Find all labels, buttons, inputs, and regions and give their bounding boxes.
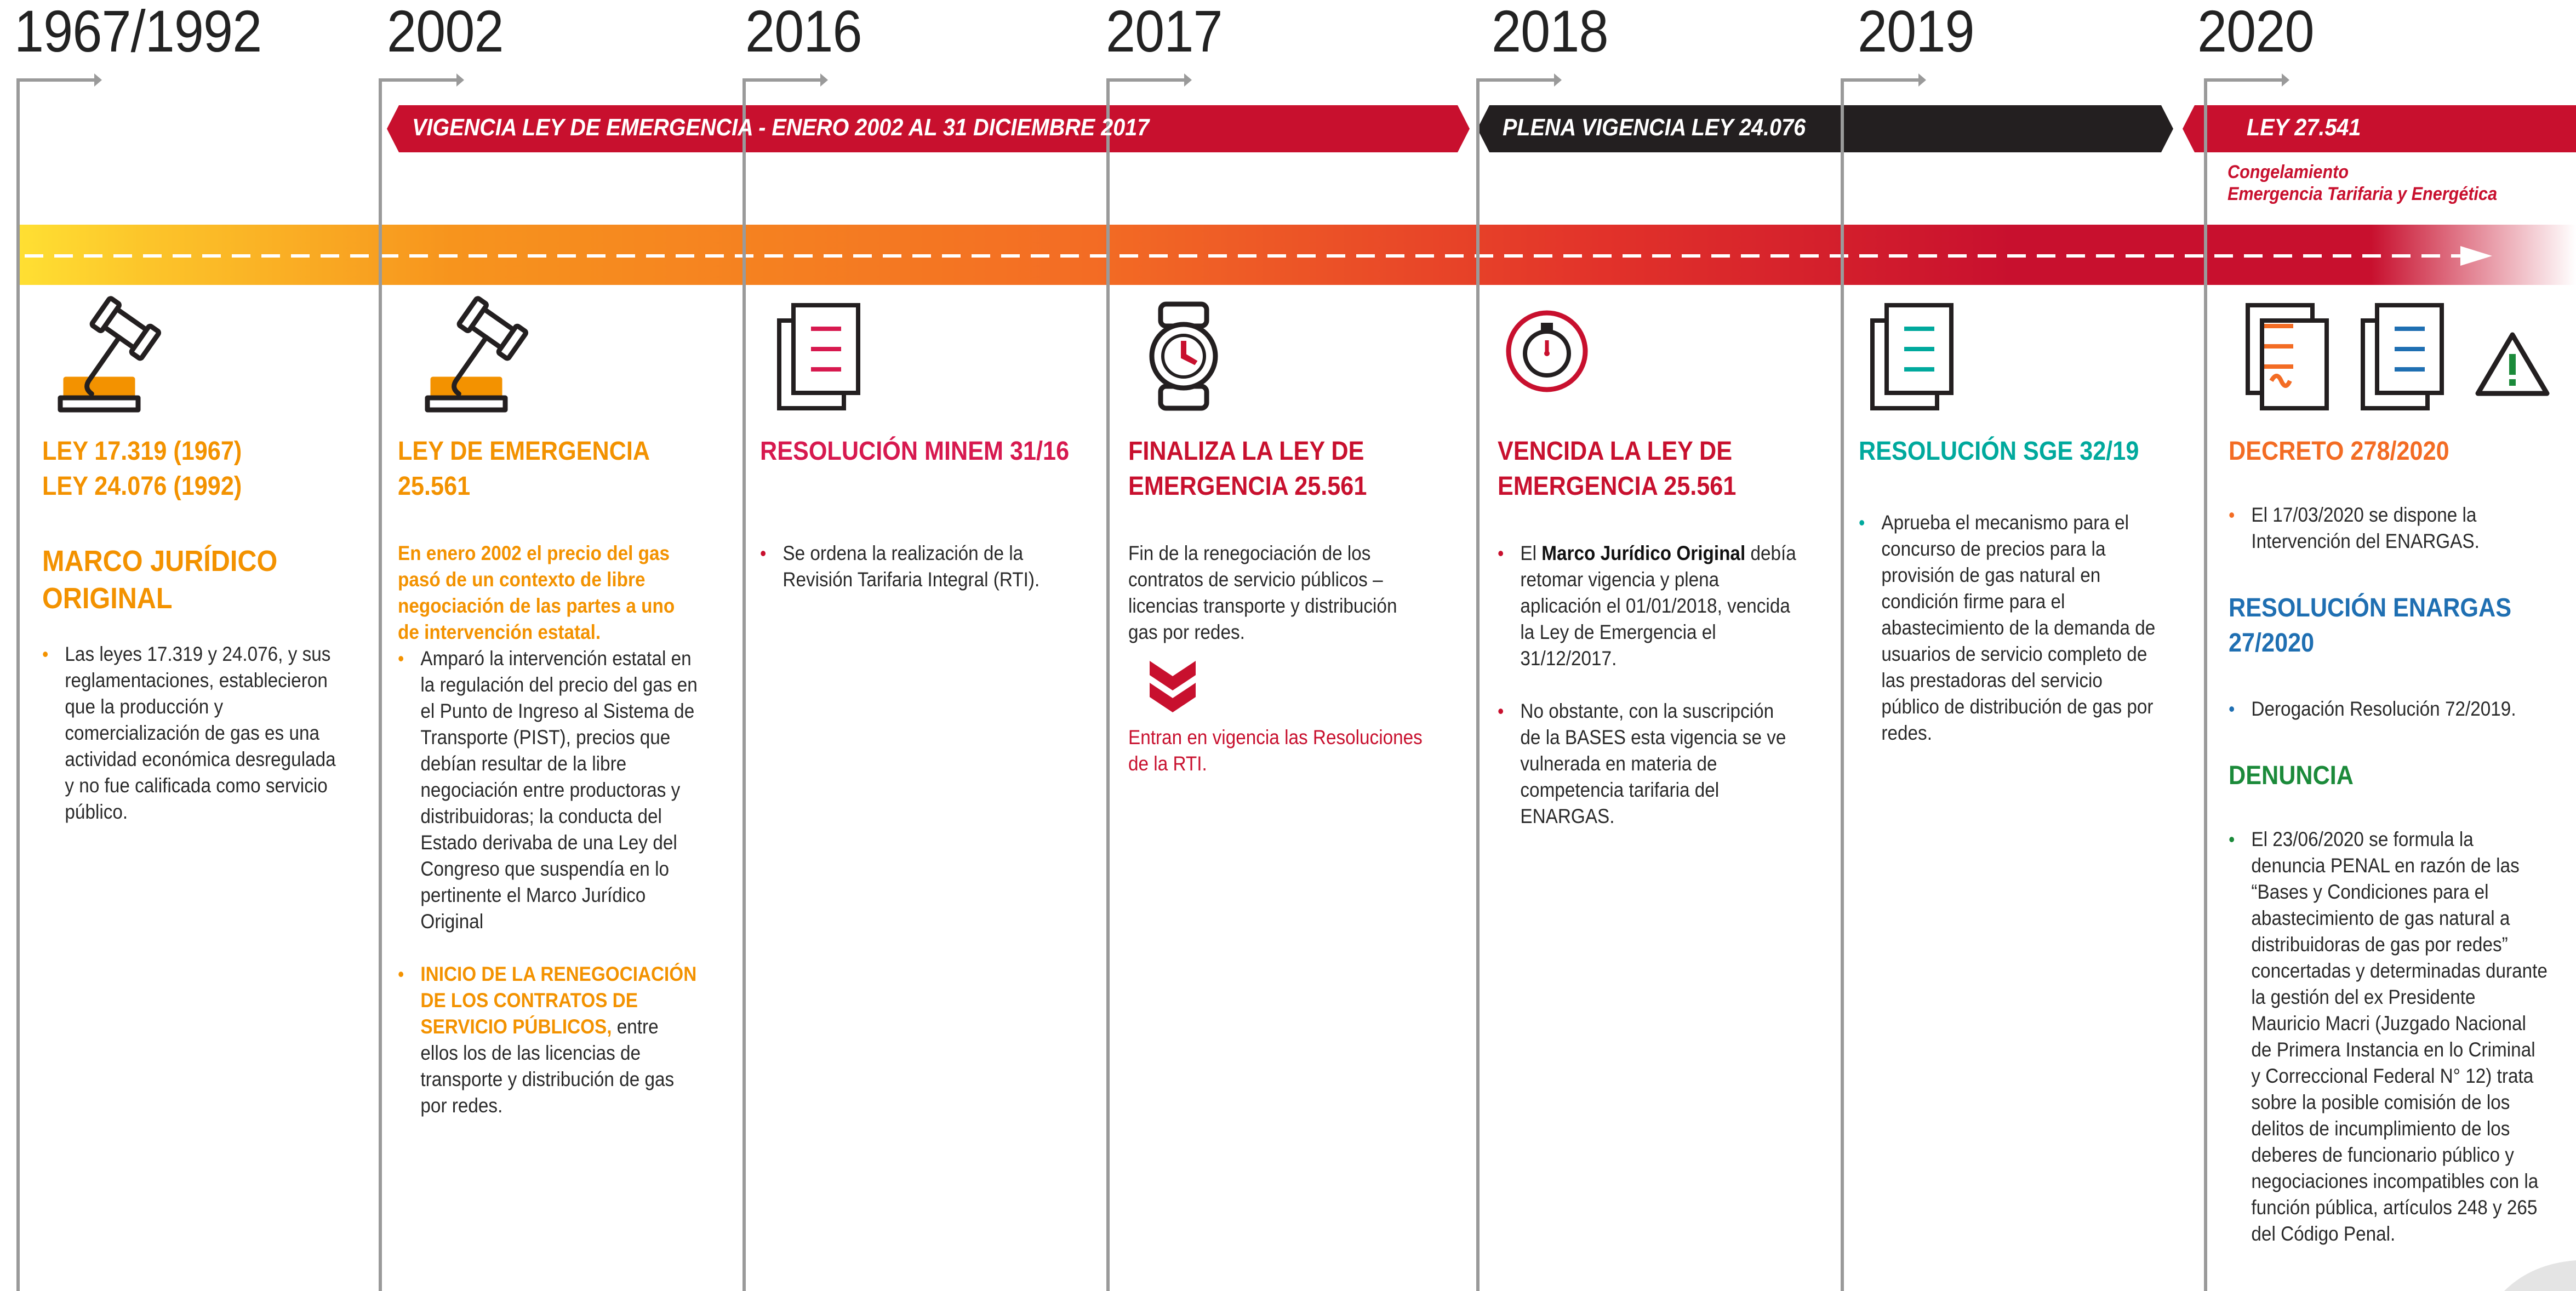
- col7-title-decreto: DECRETO 278/2020: [2229, 437, 2449, 466]
- col7-bullet-3: El 23/06/2020 se formula la denuncia PEN…: [2229, 826, 2549, 1247]
- col7-body-3: El 23/06/2020 se formula la denuncia PEN…: [2229, 826, 2549, 1273]
- col2-body: Amparó la intervención estatal en la reg…: [398, 646, 699, 1145]
- year-marker-2016: [742, 78, 820, 1291]
- col4-title-line1: FINALIZA LA LEY DE: [1128, 437, 1364, 466]
- col5-title-line2: EMERGENCIA 25.561: [1498, 472, 1737, 501]
- signed-document-icon: [2246, 303, 2329, 410]
- col3-title: RESOLUCIÓN MINEM 31/16: [760, 437, 1070, 466]
- col1-title-line2: LEY 24.076 (1992): [42, 472, 242, 501]
- year-marker-2002: [379, 78, 456, 1291]
- col4-title-line2: EMERGENCIA 25.561: [1128, 472, 1367, 501]
- col1-bullet-1: Las leyes 17.319 y 24.076, y sus reglame…: [42, 641, 338, 825]
- col5-bullet-1-pre: El: [1520, 542, 1542, 564]
- col2-bullet-2-rest: entre ellos los de las licencias de tran…: [420, 1015, 675, 1117]
- year-label-1967-1992: 1967/1992: [14, 0, 262, 64]
- col5-body: El Marco Jurídico Original debía retomar…: [1498, 540, 1798, 856]
- col6-body: Aprueba el mecanismo para el concurso de…: [1859, 510, 2160, 773]
- emergency-banner-label: VIGENCIA LEY DE EMERGENCIA - ENERO 2002 …: [412, 114, 1150, 141]
- ley27541-banner-label: LEY 27.541: [2247, 114, 2361, 141]
- plena-banner-label: PLENA VIGENCIA LEY 24.076: [1503, 114, 1806, 141]
- gavel-icon: [425, 296, 529, 413]
- col7-bullet-2: Derogación Resolución 72/2019.: [2229, 696, 2549, 722]
- col1-subtitle-line2: ORIGINAL: [42, 582, 173, 615]
- year-marker-1967: [16, 78, 94, 1291]
- warning-icon: [2475, 332, 2550, 396]
- page-corner-decoration: [2504, 1260, 2576, 1291]
- col7-title-denuncia: DENUNCIA: [2229, 761, 2354, 790]
- col4-body: Fin de la renegociación de los contratos…: [1128, 542, 1397, 643]
- col2-bullet-2: INICIO DE LA RENEGOCIACIÓN DE LOS CONTRA…: [398, 961, 699, 1119]
- col7-title-resolucion: RESOLUCIÓN ENARGAS 27/2020: [2229, 591, 2511, 661]
- year-label-2019: 2019: [1858, 0, 1975, 64]
- col7-title-resolucion-line2: 27/2020: [2229, 629, 2315, 658]
- col5-title: VENCIDA LA LEY DE EMERGENCIA 25.561: [1498, 434, 1736, 504]
- document-icon: [777, 303, 860, 410]
- col2-title: LEY DE EMERGENCIA 25.561: [398, 434, 650, 504]
- year-marker-2018: [1476, 78, 1554, 1291]
- ley27541-banner: [2183, 105, 2576, 152]
- year-marker-2020: [2204, 78, 2282, 1291]
- col2-title-line2: 25.561: [398, 472, 471, 501]
- col5-bullet-1-post: debía retomar vigencia y plena aplicació…: [1520, 542, 1796, 670]
- col7-body-2: Derogación Resolución 72/2019.: [2229, 696, 2549, 749]
- col4-note: Entran en vigencia las Resoluciones de l…: [1128, 726, 1423, 775]
- col2-bullet-2-highlight: INICIO DE LA RENEGOCIACIÓN DE LOS CONTRA…: [420, 963, 697, 1038]
- col1-body: Las leyes 17.319 y 24.076, y sus reglame…: [42, 641, 338, 852]
- col4-title: FINALIZA LA LEY DE EMERGENCIA 25.561: [1128, 434, 1367, 504]
- col1-subtitle: MARCO JURÍDICO ORIGINAL: [42, 542, 277, 617]
- year-label-2020: 2020: [2197, 0, 2315, 64]
- col7-title-resolucion-line1: RESOLUCIÓN ENARGAS: [2229, 593, 2512, 622]
- emergency-banner: [387, 105, 1470, 152]
- col5-bullet-1-bold: Marco Jurídico Original: [1541, 542, 1746, 564]
- ley27541-subtitle-line2: Emergencia Tarifaria y Energética: [2227, 184, 2498, 204]
- col1-title-line1: LEY 17.319 (1967): [42, 437, 242, 466]
- year-label-2002: 2002: [387, 0, 504, 64]
- col6-title: RESOLUCIÓN SGE 32/19: [1859, 437, 2139, 466]
- stopwatch-icon: [1506, 310, 1588, 392]
- col2-bullet-1: Amparó la intervención estatal en la reg…: [398, 646, 699, 935]
- ley27541-subtitle-line1: Congelamiento: [2227, 162, 2349, 182]
- col7-body-1: El 17/03/2020 se dispone la Intervención…: [2229, 502, 2549, 581]
- col2-intro: En enero 2002 el precio del gas pasó de …: [398, 542, 675, 643]
- plena-banner: [1477, 105, 2173, 152]
- timeline-arrowhead: [2460, 246, 2492, 266]
- col1-subtitle-line1: MARCO JURÍDICO: [42, 545, 278, 578]
- year-marker-2017: [1106, 78, 1184, 1291]
- year-label-2016: 2016: [745, 0, 863, 64]
- col6-bullet-1: Aprueba el mecanismo para el concurso de…: [1859, 510, 2160, 746]
- year-label-2017: 2017: [1106, 0, 1223, 64]
- col5-title-line1: VENCIDA LA LEY DE: [1498, 437, 1733, 466]
- col3-bullet-1: Se ordena la realización de la Revisión …: [760, 540, 1061, 593]
- col3-body: Se ordena la realización de la Revisión …: [760, 540, 1061, 619]
- gavel-icon: [58, 296, 162, 413]
- col5-bullet-1: El Marco Jurídico Original debía retomar…: [1498, 540, 1798, 672]
- chevron-down-double-icon: [1150, 661, 1196, 712]
- year-label-2018: 2018: [1492, 0, 1609, 64]
- document-icon: [2361, 303, 2444, 410]
- year-markers: [16, 78, 2282, 1291]
- col7-bullet-1: El 17/03/2020 se dispone la Intervención…: [2229, 502, 2549, 555]
- document-icon: [1870, 303, 1954, 410]
- col1-title: LEY 17.319 (1967) LEY 24.076 (1992): [42, 434, 242, 504]
- year-marker-2019: [1841, 78, 1918, 1291]
- ley27541-subtitle: Congelamiento Emergencia Tarifaria y Ene…: [2227, 161, 2497, 205]
- col5-bullet-2: No obstante, con la suscripción de la BA…: [1498, 698, 1798, 830]
- watch-icon: [1149, 301, 1218, 411]
- col2-title-line1: LEY DE EMERGENCIA: [398, 437, 650, 466]
